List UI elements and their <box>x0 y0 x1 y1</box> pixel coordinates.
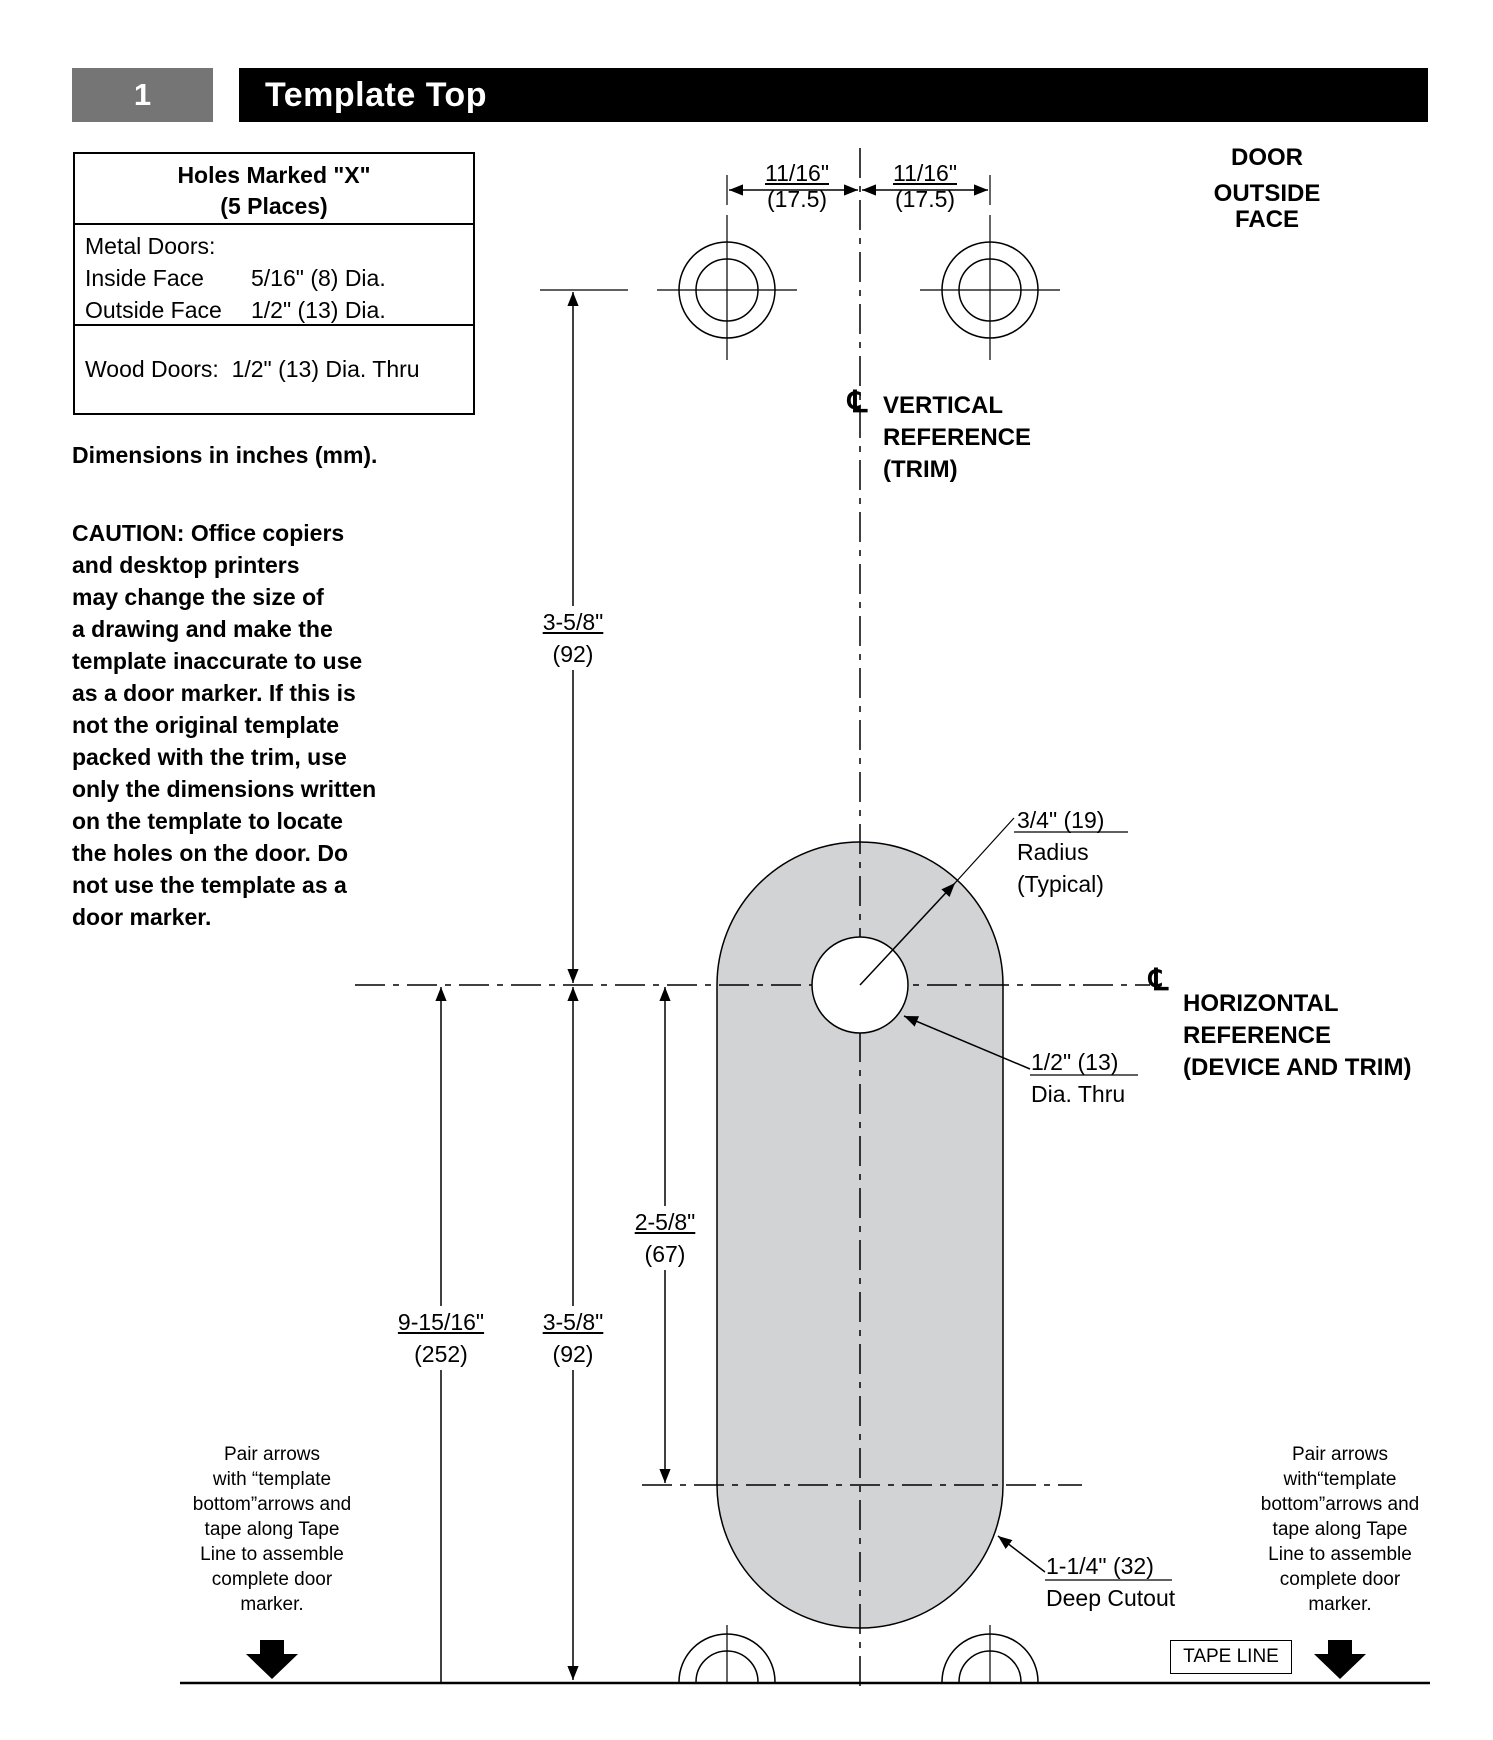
vertical-ref-line1: VERTICAL <box>883 392 1003 419</box>
holes-table: Holes Marked "X" (5 Places) Metal Doors:… <box>73 152 475 415</box>
outside-face-value: 1/2" (13) Dia. <box>251 297 386 323</box>
pair-note-left-line: Pair arrows <box>223 1444 321 1465</box>
cutout-depth-in: 2-5/8" <box>634 1209 696 1235</box>
caution-line: a drawing and make the <box>72 616 333 642</box>
caution-line: may change the size of <box>72 584 324 610</box>
door-face-line3: FACE <box>1234 206 1299 233</box>
top-right-hole <box>920 215 1060 360</box>
caution-line: CAUTION: Office copiers <box>72 520 345 546</box>
pair-note-left-line: with “template <box>212 1469 332 1490</box>
left-spacing-mm: (17.5) <box>766 186 828 212</box>
section-title: Template Top <box>239 68 1428 122</box>
door-outside-face-label: DOOR OUTSIDE FACE <box>1192 145 1342 233</box>
pair-note-right-line: complete door <box>1279 1569 1401 1590</box>
radius-note: (Typical) <box>1017 871 1104 897</box>
horizontal-ref-line3: (DEVICE AND TRIM) <box>1183 1054 1412 1081</box>
outside-face-row: Outside Face 1/2" (13) Dia. <box>85 294 463 326</box>
step-number-badge: 1 <box>72 68 213 122</box>
pair-note-right-line: Pair arrows <box>1291 1444 1389 1465</box>
overall-mm: (252) <box>414 1341 468 1367</box>
caution-line: template inaccurate to use <box>72 648 363 674</box>
top-left-hole <box>657 215 797 360</box>
lower-vertical-label: 3-5/8" (92) <box>530 1306 616 1370</box>
right-spacing-label: 11/16" (17.5) <box>885 160 965 212</box>
vertical-ref-line2: REFERENCE <box>883 424 1032 451</box>
bottom-right-hole <box>941 1625 1039 1683</box>
radius-label: 3/4" (19) Radius (Typical) <box>1017 804 1104 900</box>
holes-table-title: Holes Marked "X" <box>177 162 371 188</box>
pair-note-right: Pair arrows with“template bottom”arrows an… <box>1240 1442 1440 1617</box>
cutout-depth-mm: (67) <box>644 1241 686 1267</box>
tape-line-label: TAPE LINE <box>1170 1640 1292 1674</box>
left-spacing-in: 11/16" <box>764 160 829 186</box>
pair-note-left-line: bottom”arrows and <box>192 1494 352 1515</box>
caution-line: on the template to locate <box>72 808 343 834</box>
center-hole-label: 1/2" (13) Dia. Thru <box>1031 1046 1125 1110</box>
horizontal-ref-line1: HORIZONTAL <box>1183 990 1339 1017</box>
inside-face-label: Inside Face <box>85 265 204 291</box>
radius-value: 3/4" (19) <box>1017 807 1105 833</box>
caution-note: CAUTION: Office copiers and desktop print… <box>72 517 376 933</box>
door-face-line2: OUTSIDE <box>1213 180 1321 207</box>
pair-note-right-line: tape along Tape <box>1272 1519 1408 1540</box>
radius-text: Radius <box>1017 839 1089 865</box>
metal-doors-heading: Metal Doors: <box>85 233 216 259</box>
horizontal-ref-line2: REFERENCE <box>1183 1022 1332 1049</box>
trim-cutout <box>716 841 1004 1629</box>
cutout-text: Deep Cutout <box>1046 1585 1176 1611</box>
right-pair-arrow-icon <box>1314 1640 1366 1679</box>
pair-note-left: Pair arrows with “template bottom”arrows a… <box>172 1442 372 1617</box>
metal-doors-section: Metal Doors: Inside Face 5/16" (8) Dia. O… <box>75 225 473 326</box>
pair-note-left-line: tape along Tape <box>204 1519 340 1540</box>
holes-table-subtitle: (5 Places) <box>220 193 328 219</box>
pair-note-left-line: marker. <box>240 1594 304 1615</box>
left-pair-arrow-icon <box>246 1640 298 1679</box>
door-face-line1: DOOR <box>1231 144 1303 171</box>
upper-vertical-in: 3-5/8" <box>542 609 604 635</box>
inside-face-value: 5/16" (8) Dia. <box>251 265 386 291</box>
upper-vertical-label: 3-5/8" (92) <box>530 606 616 670</box>
pair-note-right-line: marker. <box>1308 1594 1372 1615</box>
cutout-depth-label: 2-5/8" (67) <box>622 1206 708 1270</box>
horizontal-reference-label: HORIZONTAL REFERENCE (DEVICE AND TRIM) <box>1183 988 1411 1084</box>
holes-table-header: Holes Marked "X" (5 Places) <box>75 154 473 225</box>
left-spacing-label: 11/16" (17.5) <box>757 160 837 212</box>
caution-line: only the dimensions written <box>72 776 377 802</box>
overall-in: 9-15/16" <box>397 1309 485 1335</box>
cutout-value: 1-1/4" (32) <box>1046 1553 1154 1579</box>
bottom-left-hole <box>678 1625 776 1683</box>
inside-face-row: Inside Face 5/16" (8) Dia. <box>85 262 463 294</box>
pair-note-left-line: complete door <box>211 1569 333 1590</box>
outside-face-label: Outside Face <box>85 297 222 323</box>
caution-line: the holes on the door. Do <box>72 840 348 866</box>
center-hole-text: Dia. Thru <box>1031 1081 1126 1107</box>
pair-note-left-line: Line to assemble <box>200 1544 344 1565</box>
caution-line: door marker. <box>72 904 212 930</box>
vertical-reference-label: VERTICAL REFERENCE (TRIM) <box>883 390 1031 486</box>
vertical-centerline-symbol: ℄ <box>848 386 868 419</box>
center-hole-value: 1/2" (13) <box>1031 1049 1119 1075</box>
pair-note-right-line: Line to assemble <box>1268 1544 1412 1565</box>
horizontal-centerline-symbol: ℄ <box>1149 964 1169 997</box>
caution-line: and desktop printers <box>72 552 300 578</box>
right-spacing-mm: (17.5) <box>894 186 956 212</box>
dimensions-note: Dimensions in inches (mm). <box>72 442 378 468</box>
wood-doors-row: Wood Doors: 1/2" (13) Dia. Thru <box>85 356 420 382</box>
caution-line: not use the template as a <box>72 872 347 898</box>
vertical-ref-line3: (TRIM) <box>883 456 958 483</box>
pair-note-right-line: with“template <box>1283 1469 1397 1490</box>
caution-line: not the original template <box>72 712 340 738</box>
overall-label: 9-15/16" (252) <box>382 1306 500 1370</box>
lower-vertical-in: 3-5/8" <box>542 1309 604 1335</box>
caution-line: as a door marker. If this is <box>72 680 356 706</box>
pair-note-right-line: bottom”arrows and <box>1260 1494 1420 1515</box>
lower-vertical-mm: (92) <box>552 1341 594 1367</box>
right-spacing-in: 11/16" <box>892 160 957 186</box>
caution-line: packed with the trim, use <box>72 744 347 770</box>
cutout-label: 1-1/4" (32) Deep Cutout <box>1046 1550 1175 1614</box>
upper-vertical-mm: (92) <box>552 641 594 667</box>
